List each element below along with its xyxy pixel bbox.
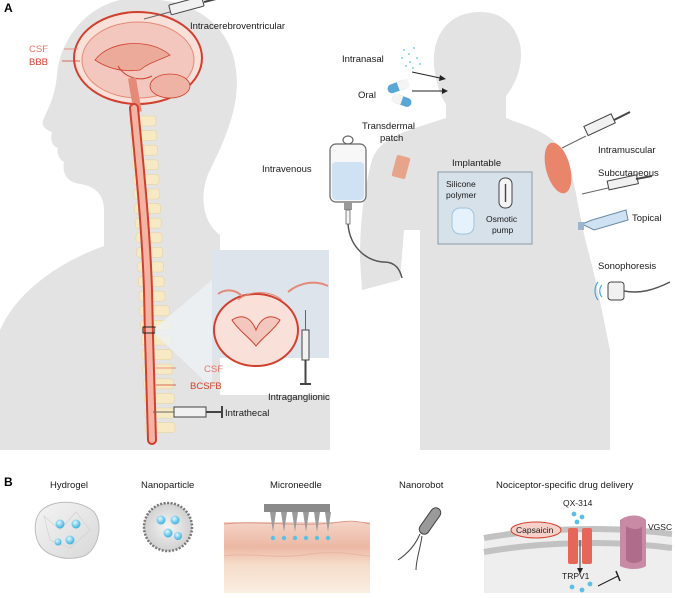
spray-droplet bbox=[413, 47, 415, 49]
silicone-polymer-implant bbox=[451, 207, 475, 235]
panel-b-label: B bbox=[4, 475, 13, 489]
implantable-box bbox=[437, 171, 533, 245]
nanoparticle-label: Nanoparticle bbox=[141, 480, 194, 491]
intraganglionic-syringe bbox=[300, 310, 311, 385]
spray-droplet bbox=[405, 65, 407, 67]
microneedle-tip bbox=[270, 512, 276, 532]
microneedle-tip bbox=[292, 512, 298, 532]
inhibition-bar bbox=[615, 570, 621, 582]
capsaicin-label: Capsaicin bbox=[516, 525, 554, 535]
osmotic-label: Osmotic bbox=[486, 214, 518, 224]
spray-droplet bbox=[409, 61, 411, 63]
microneedle-tip bbox=[303, 512, 309, 532]
microneedle-tip bbox=[325, 512, 331, 532]
nanoparticle-graphic bbox=[142, 501, 194, 553]
sonophoresis-label: Sonophoresis bbox=[598, 261, 656, 272]
qx314-molecule-inside bbox=[579, 587, 585, 593]
oral-arrowhead bbox=[442, 88, 448, 94]
microneedle-graphic bbox=[223, 504, 371, 593]
microneedle-drug bbox=[325, 535, 331, 541]
microneedle-label: Microneedle bbox=[270, 480, 322, 491]
panel-a-label: A bbox=[4, 1, 13, 15]
topical-tube bbox=[578, 209, 629, 231]
microneedle-drug bbox=[270, 535, 276, 541]
subcutaneous-label: Subcutaneous bbox=[598, 168, 659, 179]
microneedle-drug bbox=[292, 535, 298, 541]
inset-callout bbox=[155, 280, 212, 388]
qx314-molecule-inside bbox=[569, 584, 575, 590]
vgsc-label: VGSC bbox=[648, 522, 672, 532]
polymer-label: polymer bbox=[446, 190, 476, 200]
spray-droplet bbox=[403, 49, 405, 51]
trpv1-label: TRPV1 bbox=[562, 571, 590, 581]
intracerebroventricular-syringe bbox=[143, 0, 217, 20]
patch-label: patch bbox=[380, 133, 403, 144]
spray-droplet bbox=[419, 63, 421, 65]
microneedle-drug bbox=[314, 535, 320, 541]
transdermal-label: Transdermal bbox=[362, 121, 415, 132]
sonophoresis-probe bbox=[594, 281, 671, 301]
bbb-head-label: BBB bbox=[29, 57, 48, 68]
intraganglionic-label: Intraganglionic bbox=[268, 392, 330, 403]
nanorobot-graphic bbox=[397, 507, 442, 571]
implantable-label: Implantable bbox=[452, 158, 501, 169]
spinal-cross-section bbox=[213, 281, 329, 367]
bcsfb-spine-label: BCSFB bbox=[190, 381, 222, 392]
brain bbox=[73, 11, 203, 113]
qx314-molecule bbox=[579, 514, 585, 520]
profile-silhouette bbox=[0, 0, 330, 450]
spray-droplet bbox=[412, 67, 414, 69]
intramuscular-syringe bbox=[561, 111, 631, 149]
hydrogel-graphic bbox=[34, 501, 100, 559]
oral-label: Oral bbox=[358, 90, 376, 101]
qx314-molecule bbox=[574, 519, 580, 525]
topical-label: Topical bbox=[632, 213, 662, 224]
nociceptor-label: Nociceptor-specific drug delivery bbox=[496, 480, 634, 491]
transdermal-patch bbox=[391, 155, 411, 179]
intrathecal-syringe bbox=[153, 406, 223, 418]
spinal-cord-inner bbox=[131, 105, 155, 443]
hydrogel-label: Hydrogel bbox=[50, 480, 88, 491]
capsaicin-bubble bbox=[510, 521, 562, 539]
intravenous-label: Intravenous bbox=[262, 164, 312, 175]
qx314-label: QX-314 bbox=[563, 498, 593, 508]
qx314-molecule bbox=[571, 511, 577, 517]
intracerebroventricular-label: Intracerebroventricular bbox=[190, 21, 285, 32]
csf-spine-label: CSF bbox=[204, 364, 223, 375]
intranasal-spray bbox=[401, 47, 421, 69]
iv-bag bbox=[329, 135, 403, 279]
intramuscular-muscle bbox=[544, 142, 572, 194]
pump-label: pump bbox=[492, 225, 514, 235]
microneedle-drug bbox=[281, 535, 287, 541]
qx314-molecule-inside bbox=[587, 581, 593, 587]
intranasal-label: Intranasal bbox=[342, 54, 384, 65]
intranasal-arrowhead bbox=[439, 75, 446, 81]
oral-pills bbox=[387, 78, 412, 107]
silicone-label: Silicone bbox=[446, 179, 476, 189]
spray-droplet bbox=[408, 53, 410, 55]
trpv1-channel bbox=[568, 528, 592, 574]
spray-droplet bbox=[416, 57, 418, 59]
intranasal-arrow bbox=[411, 71, 441, 79]
microneedle-tip bbox=[281, 512, 287, 532]
inhibition-line bbox=[597, 575, 619, 587]
microneedle-tip bbox=[314, 512, 320, 532]
csf-head-label: CSF bbox=[29, 44, 48, 55]
intrathecal-label: Intrathecal bbox=[225, 408, 269, 419]
intramuscular-label: Intramuscular bbox=[598, 145, 656, 156]
spray-droplet bbox=[401, 57, 403, 59]
nanorobot-label: Nanorobot bbox=[399, 480, 444, 491]
microneedle-drug bbox=[303, 535, 309, 541]
subcutaneous-syringe bbox=[581, 174, 653, 195]
vgsc-channel bbox=[620, 515, 646, 569]
